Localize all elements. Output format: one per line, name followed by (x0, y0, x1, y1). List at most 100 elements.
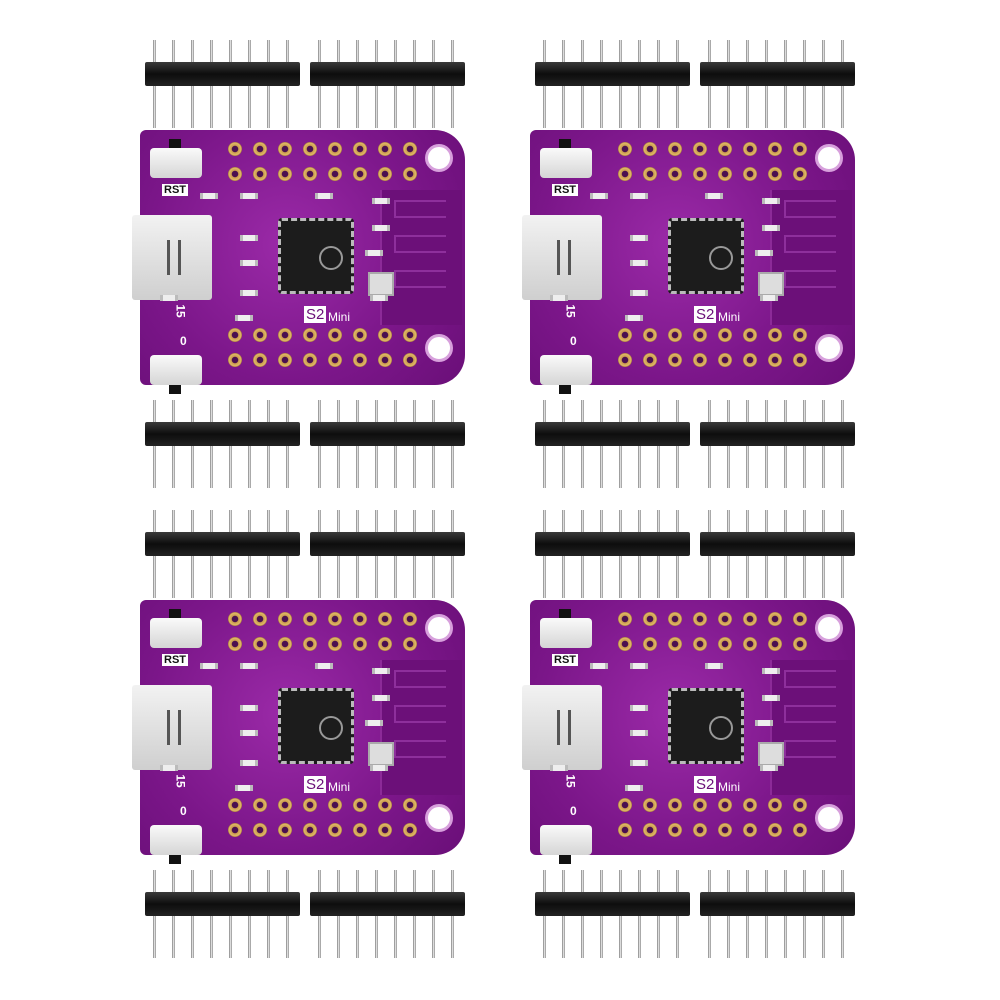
smd-component (315, 193, 333, 199)
pcb-antenna (770, 190, 852, 325)
pin-pad (643, 328, 657, 342)
header-plastic (700, 532, 855, 556)
smd-component (630, 705, 648, 711)
pin-pad (718, 823, 732, 837)
reset-button (150, 609, 202, 648)
pin-pad (668, 612, 682, 626)
smd-component (240, 663, 258, 669)
header-plastic (145, 892, 300, 916)
pin-pad (378, 328, 392, 342)
pin-header (145, 870, 300, 960)
pin-header (310, 870, 465, 960)
pin-pad (328, 328, 342, 342)
pin-pad (718, 353, 732, 367)
pin-pad (278, 798, 292, 812)
pin-pad (618, 353, 632, 367)
pin-pad (768, 353, 782, 367)
pin-pad (743, 167, 757, 181)
smd-component (705, 663, 723, 669)
pin-pad (693, 353, 707, 367)
smd-component (760, 765, 778, 771)
pin0-label: 0 (570, 334, 577, 348)
pin-pad (228, 612, 242, 626)
pin-pad (743, 798, 757, 812)
pin-pad (403, 142, 417, 156)
pin-pad (278, 823, 292, 837)
pin-pad (693, 823, 707, 837)
pin-pad (693, 612, 707, 626)
pin-pad (353, 328, 367, 342)
pin-header (700, 870, 855, 960)
smd-component (372, 695, 390, 701)
pcb-antenna (380, 660, 462, 795)
header-plastic (535, 532, 690, 556)
pin-pad (768, 167, 782, 181)
pin-pad (668, 823, 682, 837)
usb-c-connector (132, 215, 212, 300)
model-label: S2 (304, 306, 327, 323)
pin-pad (668, 328, 682, 342)
pin-pad (793, 142, 807, 156)
pin-pad (253, 328, 267, 342)
smd-component (240, 760, 258, 766)
pin-pad (353, 823, 367, 837)
pin-pad (693, 167, 707, 181)
rst-label: RST (162, 184, 188, 196)
pin-pad (328, 823, 342, 837)
pin-pad (403, 637, 417, 651)
pin-pad (768, 798, 782, 812)
pin-pad (668, 142, 682, 156)
pin-header (535, 870, 690, 960)
pin-pad (718, 637, 732, 651)
pin-pad (328, 612, 342, 626)
pin-pad (768, 637, 782, 651)
smd-component (372, 198, 390, 204)
pin-pad (378, 823, 392, 837)
pin-pad (328, 353, 342, 367)
pin-pad (403, 612, 417, 626)
variant-label: Mini (328, 780, 351, 794)
mounting-hole (815, 144, 843, 172)
header-plastic (145, 422, 300, 446)
pin-pad (303, 142, 317, 156)
smd-component (550, 765, 568, 771)
pin-pad (353, 353, 367, 367)
smd-component (365, 250, 383, 256)
smd-component (240, 260, 258, 266)
header-plastic (145, 62, 300, 86)
pin-pad (618, 823, 632, 837)
mounting-hole (425, 614, 453, 642)
header-plastic (700, 892, 855, 916)
pin-pad (303, 823, 317, 837)
header-plastic (535, 892, 690, 916)
smd-component (160, 765, 178, 771)
smd-component (630, 730, 648, 736)
smd-component (370, 765, 388, 771)
pin-pad (643, 637, 657, 651)
smd-component (760, 295, 778, 301)
smd-component (365, 720, 383, 726)
pin-pad (253, 798, 267, 812)
pin-pad (618, 612, 632, 626)
esp32-s2-chip (278, 688, 354, 764)
smd-component (372, 225, 390, 231)
pin-pad (403, 167, 417, 181)
rst-label: RST (552, 184, 578, 196)
pin-pad (743, 637, 757, 651)
pin0-label: 0 (180, 334, 187, 348)
smd-component (550, 295, 568, 301)
mounting-hole (815, 614, 843, 642)
smd-component (762, 695, 780, 701)
pin-pad (768, 328, 782, 342)
pin-pad (718, 167, 732, 181)
pin-pad (793, 637, 807, 651)
pin-pad (353, 167, 367, 181)
pin-pad (303, 353, 317, 367)
pin-pad (668, 167, 682, 181)
pin-pad (618, 637, 632, 651)
pin-pad (303, 328, 317, 342)
smd-component (625, 315, 643, 321)
